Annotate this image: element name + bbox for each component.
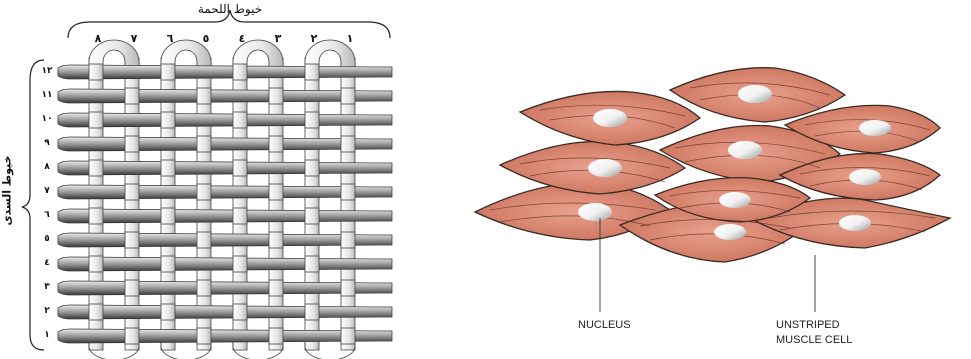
side-number: ٨ [37,162,57,172]
warp-over-weft [89,256,103,272]
side-number: ١ [37,330,57,340]
weft-threads-title: خيوط اللحمة [180,2,280,16]
warp-over-weft [341,232,355,248]
side-number: ٣ [37,282,57,292]
nucleus [588,159,622,177]
top-number: ٢ [306,32,322,45]
warp-over-weft [161,256,175,272]
warp-over-weft [197,184,211,200]
top-number: ٣ [270,32,286,45]
warp-over-weft [269,136,283,152]
warp-over-weft [305,64,319,80]
warp-over-weft [125,88,139,104]
nucleus [839,215,871,231]
warp-over-weft [269,232,283,248]
weft-thread [58,113,392,127]
warp-over-weft [125,136,139,152]
warp-threads-title: خيوط السدى [1,155,14,225]
top-number: ٨ [90,32,106,45]
side-number: ١٢ [37,66,57,76]
side-number: ٤ [37,258,57,268]
nucleus [738,85,772,103]
warp-over-weft [197,328,211,344]
warp-over-weft [341,88,355,104]
warp-over-weft [125,232,139,248]
weft-thread [58,305,392,319]
warp-over-weft [269,328,283,344]
warp-over-weft [233,256,247,272]
weft-thread [58,65,392,79]
nucleus-label: NUCLEUS [578,318,631,332]
warp-over-weft [89,112,103,128]
side-number: ٥ [37,234,57,244]
top-number: ٧ [126,32,142,45]
warp-over-weft [269,88,283,104]
weft-thread [58,161,392,175]
warp-over-weft [89,208,103,224]
warp-over-weft [161,160,175,176]
warp-over-weft [89,64,103,80]
warp-over-weft [305,112,319,128]
warp-over-weft [89,304,103,320]
warp-over-weft [341,280,355,296]
warp-over-weft [269,184,283,200]
nucleus [578,203,612,221]
side-number: ١٠ [37,114,57,124]
warp-over-weft [89,160,103,176]
warp-over-weft [233,112,247,128]
warp-over-weft [341,328,355,344]
nucleus [859,120,891,136]
woven-fabric-diagram: خيوط اللحمة خيوط السدى ٨ ٧ ٦ ٥ ٤ ٣ ٢ ١ ١… [0,0,400,359]
warp-over-weft [197,232,211,248]
side-number: ٦ [37,210,57,220]
warp-over-weft [161,304,175,320]
warp-over-weft [341,136,355,152]
warp-over-weft [341,184,355,200]
top-number: ٥ [198,32,214,45]
warp-over-weft [161,208,175,224]
warp-over-weft [161,112,175,128]
side-number: ١١ [37,90,57,100]
top-number: ٦ [162,32,178,45]
nucleus [728,141,762,159]
warp-over-weft [125,184,139,200]
warp-over-weft [161,64,175,80]
weft-thread [58,209,392,223]
warp-over-weft [269,280,283,296]
warp-over-weft [305,208,319,224]
side-number: ٧ [37,186,57,196]
smooth-muscle-diagram: NUCLEUS UNSTRIPED MUSCLE CELL [470,50,960,350]
warp-over-weft [305,160,319,176]
top-number: ٤ [234,32,250,45]
warp-over-weft [233,64,247,80]
warp-over-weft [233,304,247,320]
warp-over-weft [305,256,319,272]
nucleus [714,224,746,240]
warp-over-weft [125,280,139,296]
nucleus [593,109,627,127]
warp-over-weft [197,88,211,104]
nucleus [849,169,881,185]
side-number: ٩ [37,138,57,148]
weft-thread [58,257,392,271]
warp-over-weft [233,160,247,176]
muscle-cell-illustration [470,50,960,350]
warp-over-weft [305,304,319,320]
top-number: ١ [342,32,358,45]
side-number: ٢ [37,306,57,316]
nucleus [719,192,751,208]
warp-over-weft [125,328,139,344]
muscle-cell-label: MUSCLE CELL [776,333,852,347]
warp-over-weft [233,208,247,224]
warp-over-weft [197,280,211,296]
unstriped-label: UNSTRIPED [776,318,840,332]
weave-illustration [0,0,400,359]
warp-over-weft [197,136,211,152]
